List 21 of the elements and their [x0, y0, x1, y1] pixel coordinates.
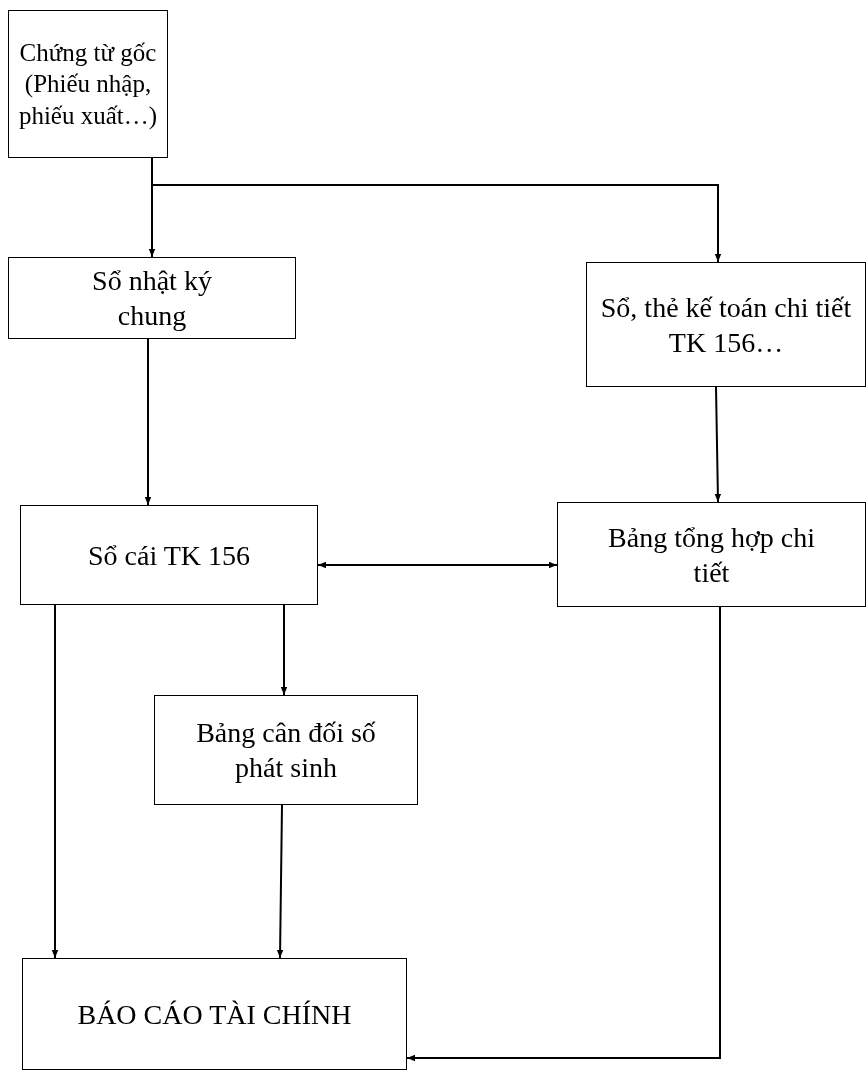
process-box [8, 10, 168, 158]
box-label: Sổ cái TK 156 [88, 538, 250, 573]
arrow [280, 604, 288, 696]
arrow [51, 604, 59, 959]
arrow [276, 804, 284, 959]
arrow [317, 561, 558, 569]
box-label: Bảng tổng hợp chi tiết [607, 520, 816, 590]
arrow [144, 338, 152, 506]
process-box [20, 505, 318, 605]
arrow [714, 386, 722, 503]
box-label: BÁO CÁO TÀI CHÍNH [77, 997, 352, 1032]
box-label: Bảng cân đối số phát sinh [195, 716, 377, 785]
box-label: Sổ nhật ký chung [91, 264, 213, 333]
process-box [586, 262, 866, 387]
box-label: Sổ, thẻ kế toán chi tiết TK 156… [599, 290, 853, 360]
process-box [557, 502, 866, 607]
process-box [154, 695, 418, 805]
box-label: Chứng từ gốc (Phiếu nhập, phiếu xuất…) [17, 38, 159, 131]
process-box [22, 958, 407, 1070]
process-box [8, 257, 296, 339]
arrow [406, 606, 721, 1062]
